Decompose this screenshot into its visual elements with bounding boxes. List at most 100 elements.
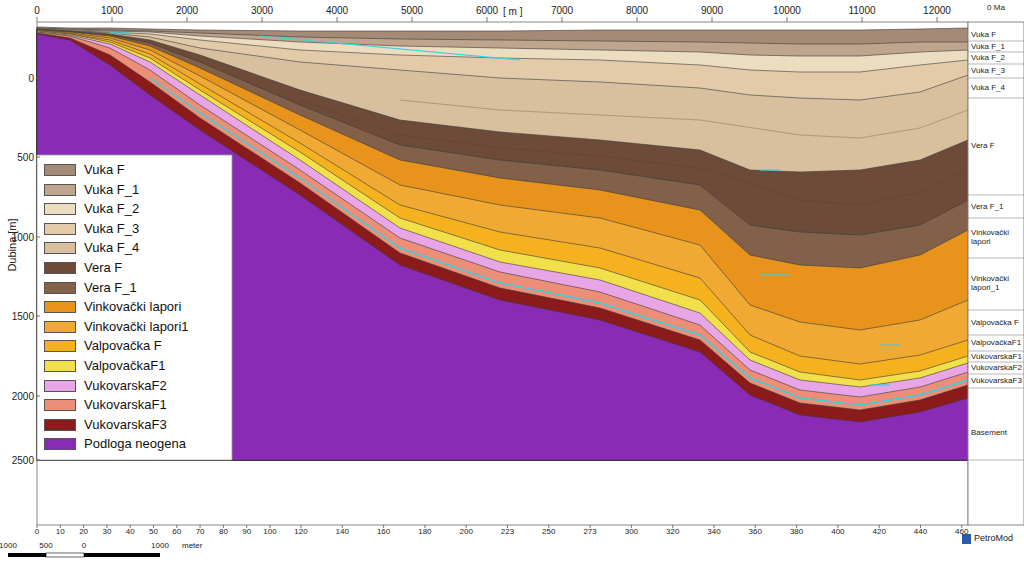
legend-swatch bbox=[44, 301, 76, 313]
layer-name: VukovarskaF2 bbox=[971, 364, 1023, 373]
axis-label: 100 bbox=[263, 528, 276, 537]
axis-label: 2000 bbox=[12, 391, 34, 402]
axis-label: 50 bbox=[149, 528, 158, 537]
axis-label: 7000 bbox=[551, 5, 573, 16]
axis-label: 80 bbox=[219, 528, 228, 537]
legend-text: Vera F bbox=[84, 260, 122, 275]
axis-label: [ m ] bbox=[503, 6, 522, 17]
layer-name: Vinkovački lapori bbox=[971, 229, 1023, 247]
tick-mark bbox=[36, 316, 40, 317]
legend-swatch bbox=[44, 242, 76, 254]
legend-swatch bbox=[44, 164, 76, 176]
legend-text: VukovarskaF1 bbox=[84, 397, 167, 412]
legend-swatch bbox=[44, 380, 76, 392]
tick-mark bbox=[112, 17, 113, 22]
legend-swatch bbox=[44, 360, 76, 372]
axis-label: 320 bbox=[666, 528, 679, 537]
axis-label: 460 bbox=[955, 528, 968, 537]
layer-name: Valpovačka F bbox=[971, 319, 1023, 328]
layer-name: Vinkovački lapori_1 bbox=[971, 275, 1023, 293]
axis-label: 1000 bbox=[0, 542, 17, 551]
legend-text: Vuka F_2 bbox=[84, 201, 139, 216]
axis-label: 120 bbox=[294, 528, 307, 537]
axis-label: 60 bbox=[172, 528, 181, 537]
layer-name: VukovarskaF3 bbox=[971, 377, 1023, 386]
axis-label: 4000 bbox=[326, 5, 348, 16]
axis-label: 2500 bbox=[12, 455, 34, 466]
legend-swatch bbox=[44, 438, 76, 450]
axis-label: 10 bbox=[56, 528, 65, 537]
axis-label: PetroMod bbox=[974, 534, 1013, 544]
tick-mark bbox=[187, 17, 188, 22]
axis-label: 340 bbox=[707, 528, 720, 537]
tick-mark bbox=[637, 17, 638, 22]
axis-label: 500 bbox=[17, 152, 34, 163]
axis-label: 440 bbox=[914, 528, 927, 537]
layer-name: ValpovačkaF1 bbox=[971, 339, 1023, 348]
axis-label: 0 bbox=[34, 5, 40, 16]
axis-label: 0 bbox=[28, 73, 34, 84]
axis-label: 20 bbox=[79, 528, 88, 537]
legend-swatch bbox=[44, 399, 76, 411]
layer-name: Vuka F bbox=[971, 31, 1023, 40]
axis-label: 0 bbox=[35, 528, 39, 537]
legend-text: Podloga neogena bbox=[84, 436, 186, 451]
axis-label: 200 bbox=[460, 528, 473, 537]
legend-swatch bbox=[44, 321, 76, 333]
axis-label: 40 bbox=[126, 528, 135, 537]
legend-swatch bbox=[44, 203, 76, 215]
axis-label: 400 bbox=[831, 528, 844, 537]
axis-label: 9000 bbox=[701, 5, 723, 16]
axis-label: 250 bbox=[542, 528, 555, 537]
legend-swatch bbox=[44, 340, 76, 352]
layer-name: Vuka F_1 bbox=[971, 43, 1023, 52]
axis-label: 90 bbox=[242, 528, 251, 537]
axis-label: 8000 bbox=[626, 5, 648, 16]
axis-label: meter bbox=[182, 542, 202, 551]
tick-mark bbox=[37, 17, 38, 22]
tick-mark bbox=[487, 17, 488, 22]
layer-name: Vera F bbox=[971, 142, 1023, 151]
axis-label: 300 bbox=[625, 528, 638, 537]
tick-mark bbox=[787, 17, 788, 22]
legend-swatch bbox=[44, 184, 76, 196]
legend-text: Vuka F_1 bbox=[84, 182, 139, 197]
axis-label: 3000 bbox=[251, 5, 273, 16]
tick-mark bbox=[36, 237, 40, 238]
layer-name: Vera F_1 bbox=[971, 203, 1023, 212]
axis-label: 0 Ma bbox=[987, 4, 1005, 13]
layer-name: Vuka F_2 bbox=[971, 54, 1023, 63]
axis-label: 420 bbox=[873, 528, 886, 537]
legend-text: Vuka F_3 bbox=[84, 221, 139, 236]
legend-text: Vinkovački lapori1 bbox=[84, 319, 189, 334]
tick-mark bbox=[262, 17, 263, 22]
axis-label: 30 bbox=[102, 528, 111, 537]
layer-name: Vuka F_4 bbox=[971, 84, 1023, 93]
axis-label: 223 bbox=[501, 528, 514, 537]
axis-label: 360 bbox=[749, 528, 762, 537]
layer-name: VukovarskaF1 bbox=[971, 353, 1023, 362]
axis-label: 11000 bbox=[848, 5, 875, 16]
axis-label: 12000 bbox=[923, 5, 951, 16]
axis-label: 6000 bbox=[476, 5, 498, 16]
tick-mark bbox=[337, 17, 338, 22]
axis-label: 1000 bbox=[151, 542, 169, 551]
tick-mark bbox=[937, 17, 938, 22]
tick-mark bbox=[36, 157, 40, 158]
tick-mark bbox=[562, 17, 563, 22]
axis-label: 2000 bbox=[176, 5, 198, 16]
legend-text: ValpovačkaF1 bbox=[84, 358, 165, 373]
legend-swatch bbox=[44, 223, 76, 235]
axis-label: 380 bbox=[790, 528, 803, 537]
tick-mark bbox=[36, 78, 40, 79]
layer-name: Basement bbox=[971, 429, 1023, 438]
tick-mark bbox=[712, 17, 713, 22]
axis-title: Dubina [m] bbox=[6, 218, 18, 271]
legend-text: Valpovačka F bbox=[84, 338, 162, 353]
legend-swatch bbox=[44, 262, 76, 274]
axis-label: 180 bbox=[418, 528, 431, 537]
legend-text: Vera F_1 bbox=[84, 280, 137, 295]
legend-swatch bbox=[44, 282, 76, 294]
legend-text: Vuka F_4 bbox=[84, 240, 139, 255]
